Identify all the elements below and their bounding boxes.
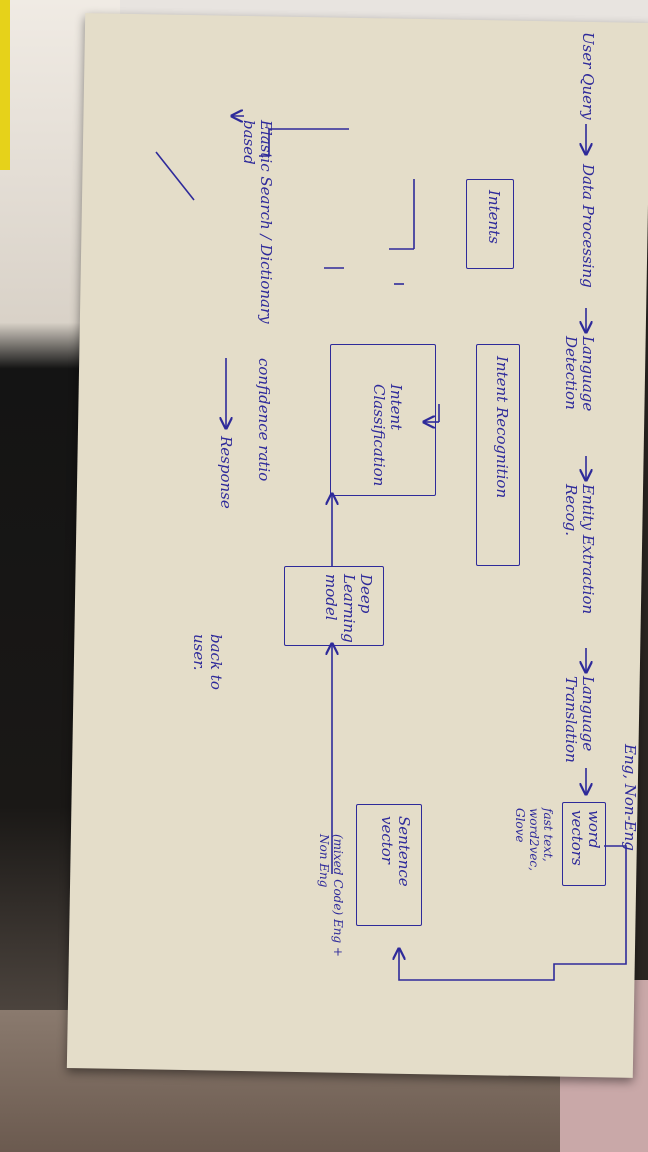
node-language-detection: Language Detection xyxy=(561,336,597,412)
node-intent-recognition: Intent Recognition xyxy=(493,356,511,499)
node-sentence-vector: Sentence vector xyxy=(377,816,413,887)
node-word-vector-models: fast text, word2vec, Glove xyxy=(513,808,555,871)
connector-lines xyxy=(155,24,627,981)
node-intents: Intents xyxy=(485,190,503,244)
node-confidence-ratio: confidence ratio xyxy=(255,358,273,482)
languages-note: Eng, Non-Eng xyxy=(621,744,639,851)
node-back-to-user: back to user. xyxy=(189,634,225,690)
node-code-mix-note: (mixed Code) Eng + Non Eng xyxy=(317,834,345,957)
node-deep-learning-model: Deep Learning model xyxy=(322,574,376,643)
node-user-query: User Query xyxy=(579,32,597,120)
node-data-processing: Data Processing xyxy=(579,164,597,288)
node-response: Response xyxy=(217,436,235,509)
node-intent-classification: Intent Classification xyxy=(369,384,405,487)
background-yellow-object xyxy=(0,0,10,170)
node-entity-extraction: Entity Extraction Recog. xyxy=(561,484,597,615)
node-word-vectors: word vectors xyxy=(567,810,603,866)
diagram-canvas: Eng, Non-Eng User Query Data Processing … xyxy=(84,24,644,1064)
node-language-translation: Language Translation xyxy=(561,676,597,763)
node-search-method: Elastic Search / Dictionary based xyxy=(239,120,275,324)
